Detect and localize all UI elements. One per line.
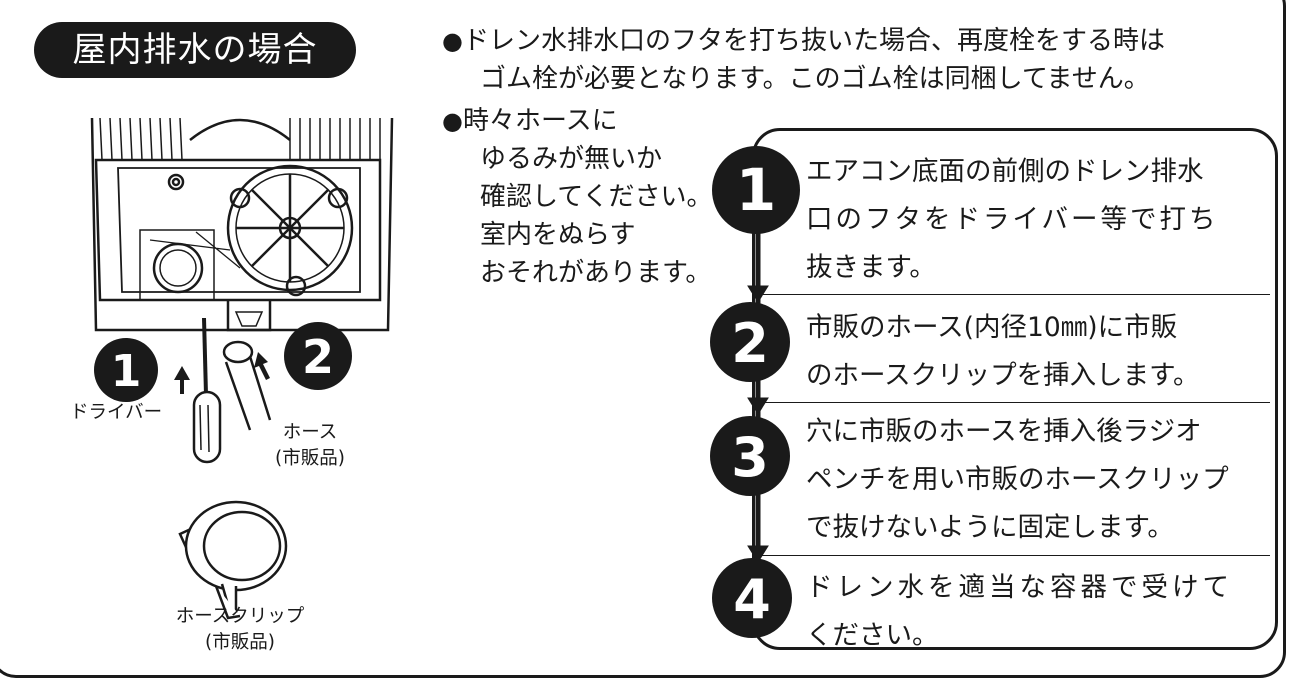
step-line: ドレン水を適当な容器で受けて <box>806 572 1233 603</box>
step-4-text: ドレン水を適当な容器で受けて ください。 <box>806 564 1233 660</box>
note-rubber-plug: ●ドレン水排水口のフタを打ち抜いた場合、再度栓をする時は ゴム栓が必要となります… <box>442 22 1165 98</box>
hose-clip-icon <box>178 500 288 620</box>
section-heading: 屋内排水の場合 <box>34 22 356 78</box>
step-badge-4: 4 <box>712 558 792 638</box>
note-hose-check: ●時々ホースに ゆるみが無いか 確認してください。 室内をぬらす おそれがありま… <box>442 102 712 292</box>
note-line: おそれがあります。 <box>480 258 712 288</box>
step-3-text: 穴に市販のホースを挿入後ラジオ ペンチを用い市販のホースクリップ で抜けないよう… <box>806 408 1229 552</box>
note-line: ゆるみが無いか <box>480 144 663 174</box>
badge-number: 2 <box>302 330 334 384</box>
screwdriver-icon <box>192 317 222 464</box>
step-badge-1: 1 <box>712 146 800 234</box>
step-divider <box>760 555 1270 556</box>
step-number: 1 <box>736 156 776 224</box>
up-arrow-icon <box>174 352 270 394</box>
step-divider <box>760 294 1270 295</box>
illustration-badge-1: 1 <box>94 338 158 402</box>
step-line: ペンチを用い市販のホースクリップ <box>806 464 1229 495</box>
step-line: 穴に市販のホースを挿入後ラジオ <box>806 416 1202 447</box>
bullet: ● <box>442 27 463 55</box>
note-line: ゴム栓が必要となります。このゴム栓は同梱してません。 <box>480 64 1150 94</box>
note-line: 室内をぬらす <box>480 220 636 250</box>
screwdriver-label: ドライバー <box>70 402 163 423</box>
step-line: のホースクリップを挿入します。 <box>806 360 1200 391</box>
step-badge-2: 2 <box>710 302 790 382</box>
step-2-text: 市販のホース(内径10㎜)に市販 のホースクリップを挿入します。 <box>806 304 1200 400</box>
step-line: 市販のホース(内径10㎜)に市販 <box>806 312 1178 343</box>
step-line: 口のフタをドライバー等で打ち <box>806 204 1219 235</box>
hose-clip-label-line: (市販品) <box>205 632 275 653</box>
note-line: 確認してください。 <box>480 182 713 212</box>
step-line: エアコン底面の前側のドレン排水 <box>806 156 1204 187</box>
hose-clip-label: ホースクリップ (市販品) <box>150 604 330 656</box>
step-1-text: エアコン底面の前側のドレン排水 口のフタをドライバー等で打ち 抜きます。 <box>806 148 1218 292</box>
step-line: で抜けないように固定します。 <box>806 512 1174 543</box>
note-line: ドレン水排水口のフタを打ち抜いた場合、再度栓をする時は <box>462 26 1165 56</box>
steps-box <box>752 128 1278 650</box>
step-number: 3 <box>731 426 769 489</box>
step-badge-3: 3 <box>710 416 790 496</box>
hose-label-line: ホース <box>282 422 338 443</box>
aircon-underside-illustration <box>90 117 394 332</box>
step-line: ください。 <box>806 620 939 651</box>
hose-clip-label-line: ホースクリップ <box>175 606 305 627</box>
step-number: 2 <box>731 312 769 375</box>
step-divider <box>760 402 1270 403</box>
hose-label: ホース (市販品) <box>240 420 380 472</box>
hose-icon <box>222 340 272 431</box>
bullet: ● <box>442 107 463 135</box>
illustration-badge-2: 2 <box>284 322 352 390</box>
note-line: 時々ホースに <box>462 106 618 136</box>
hose-label-line: (市販品) <box>275 448 345 469</box>
step-number: 4 <box>733 568 771 631</box>
step-line: 抜きます。 <box>806 252 936 283</box>
badge-number: 1 <box>111 346 142 397</box>
